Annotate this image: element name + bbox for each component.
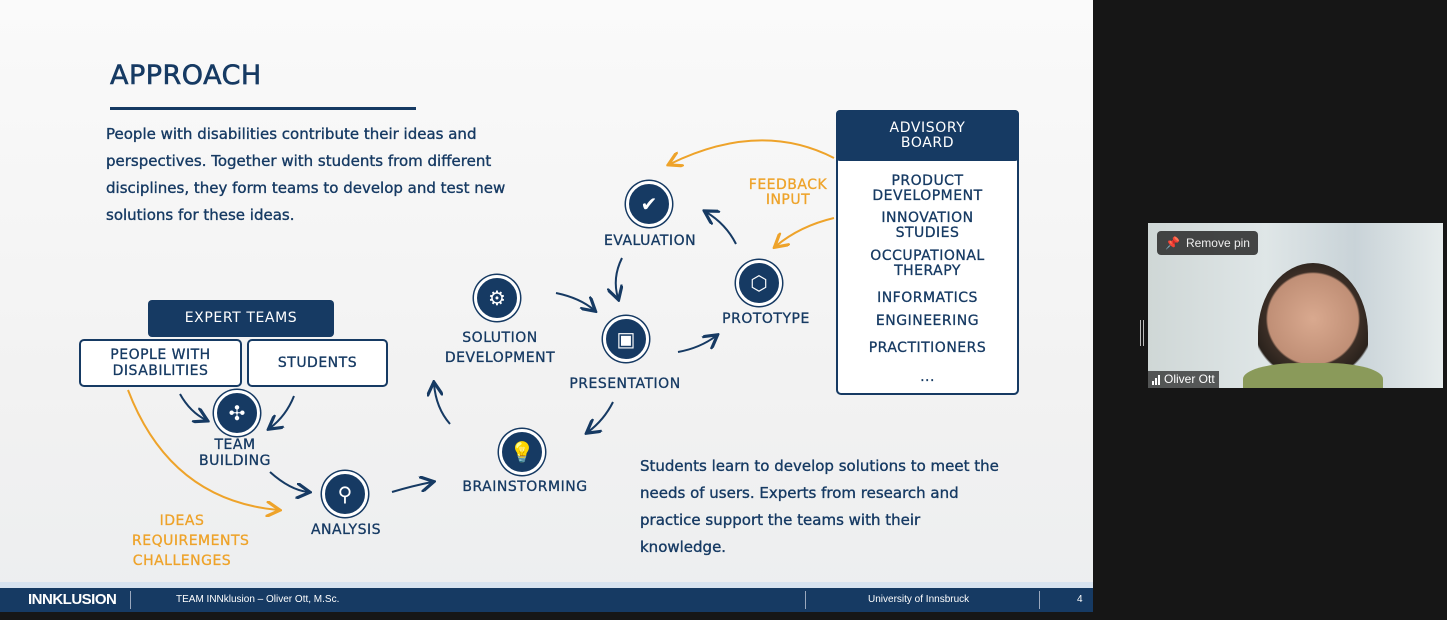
board-item: OCCUPATIONAL THERAPY — [870, 248, 985, 279]
flow-arrows — [127, 139, 835, 588]
cube-icon: ⬡ — [736, 260, 782, 306]
advisory-board-header: ADVISORY BOARD — [836, 110, 1019, 161]
board-item: ENGINEERING — [875, 313, 980, 329]
label-team-building: TEAM BUILDING — [198, 437, 271, 469]
participant-video[interactable]: 📌 Remove pin Oliver Ott — [1148, 223, 1443, 388]
outro-text: Students learn to develop solutions to m… — [640, 457, 999, 556]
puzzle-icon: ✣ — [214, 390, 260, 436]
member-people-with-disabilities: PEOPLE WITH DISABILITIES — [79, 339, 242, 387]
signal-strength-icon — [1152, 374, 1160, 388]
footer-page-number: 4 — [1077, 594, 1083, 605]
member-label: PEOPLE WITH DISABILITIES — [110, 347, 211, 379]
slide-title: APPROACH — [110, 60, 262, 92]
board-item: ... — [920, 369, 935, 385]
title-underline — [110, 107, 416, 110]
feedback-label: FEEDBACK — [748, 177, 828, 193]
member-students: STUDENTS — [247, 339, 388, 387]
remove-pin-label: Remove pin — [1185, 236, 1250, 250]
board-item: INNOVATION STUDIES — [881, 210, 974, 241]
board-item: PRODUCT DEVELOPMENT — [872, 173, 983, 204]
magnifier-icon: ⚲ — [322, 471, 368, 517]
input-label: INPUT — [765, 192, 811, 208]
participant-name: Oliver Ott — [1164, 372, 1215, 386]
pin-icon: 📌 — [1165, 236, 1180, 250]
footer-divider — [805, 591, 806, 609]
label-analysis: ANALYSIS — [310, 522, 382, 538]
label-brainstorming: BRAINSTORMING — [462, 479, 588, 495]
ideas-inputs: IDEAS REQUIREMENTS CHALLENGES — [132, 511, 250, 571]
remove-pin-button[interactable]: 📌 Remove pin — [1157, 231, 1258, 255]
label-solution-development: SOLUTION DEVELOPMENT — [444, 330, 556, 366]
input-challenges: CHALLENGES — [132, 553, 232, 569]
panel-resize-handle[interactable] — [1140, 320, 1144, 346]
feedback-input: FEEDBACK INPUT — [738, 177, 838, 208]
input-ideas: IDEAS — [159, 513, 205, 529]
input-requirements: REQUIREMENTS — [132, 533, 250, 549]
footer-university: University of Innsbruck — [868, 594, 970, 605]
gear-check-icon: ✔ — [626, 181, 672, 227]
participant-shirt — [1243, 363, 1383, 388]
footer-divider — [1039, 591, 1040, 609]
presentation-slide: APPROACH People with disabilities contri… — [0, 0, 1093, 612]
footer-logo: INNKLUSION — [28, 591, 117, 608]
label-prototype: PROTOTYPE — [722, 311, 810, 327]
footer-accent — [0, 582, 1093, 588]
expert-teams-header: EXPERT TEAMS — [148, 300, 334, 337]
footer-divider — [130, 591, 131, 609]
board-item: PRACTITIONERS — [868, 340, 987, 356]
label-presentation: PRESENTATION — [569, 376, 681, 392]
board-item: INFORMATICS — [877, 290, 978, 306]
advisory-board: ADVISORY BOARD PRODUCT DEVELOPMENT INNOV… — [836, 110, 1019, 395]
footer-presenter: TEAM INNklusion – Oliver Ott, M.Sc. — [176, 594, 340, 605]
arrow — [179, 393, 206, 420]
slide-footer: INNKLUSION TEAM INNklusion – Oliver Ott,… — [0, 588, 1093, 612]
lightbulb-icon: 💡 — [499, 429, 545, 475]
presentation-board-icon: ▣ — [603, 316, 649, 362]
member-label: STUDENTS — [277, 355, 358, 371]
label-evaluation: EVALUATION — [603, 233, 697, 249]
intro-text: People with disabilities contribute thei… — [106, 125, 506, 224]
participant-name-tag: Oliver Ott — [1148, 371, 1219, 388]
gears-icon: ⚙ — [474, 275, 520, 321]
